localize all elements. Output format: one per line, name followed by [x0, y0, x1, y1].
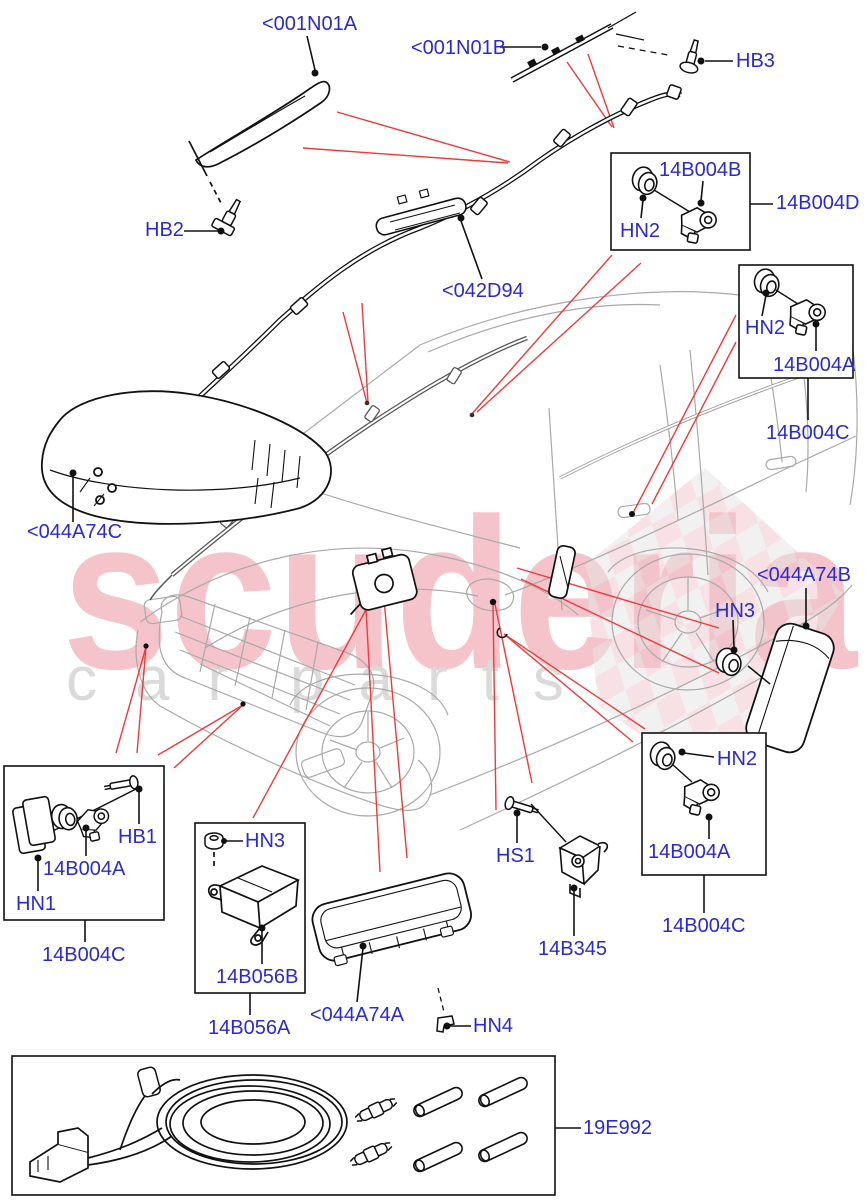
sensor-group-14b004c-left	[12, 774, 140, 855]
part-label-14B004A-box3: 14B004A	[648, 841, 731, 863]
b-pillar-trim-part	[496, 544, 576, 639]
part-label-044A74B: <044A74B	[757, 564, 851, 586]
part-label-HN2-box3: HN2	[717, 748, 758, 770]
sensor-group-14b004c-lower	[646, 739, 722, 820]
part-label-HN3-box5: HN3	[245, 830, 286, 852]
part-label-14B004D: 14B004D	[776, 192, 860, 214]
part-label-001N01A: <001N01A	[262, 13, 358, 35]
part-label-HB1: HB1	[118, 826, 157, 848]
sensor-group-14b004d	[628, 164, 719, 247]
part-label-042D94: <042D94	[442, 280, 524, 302]
part-label-HS1: HS1	[496, 845, 535, 867]
a-pillar-trim-part	[188, 80, 331, 204]
part-label-14B004A-box2: 14B004A	[773, 354, 856, 376]
leader-dots	[34, 43, 820, 1030]
part-label-14B056B: 14B056B	[216, 966, 299, 988]
header-bracket-part	[510, 11, 669, 83]
group-box-14b004d	[610, 152, 751, 251]
side-airbag-part	[713, 622, 835, 754]
hb2-bolt	[211, 198, 242, 237]
part-label-14B056A: 14B056A	[208, 1017, 291, 1039]
part-label-HN1: HN1	[16, 893, 57, 915]
watermark-checkered-flag	[585, 468, 845, 790]
black-leader-lines	[37, 35, 817, 1129]
part-label-HN3-right: HN3	[715, 600, 756, 622]
part-label-14B004A-box4: 14B004A	[43, 858, 126, 880]
part-label-14B004C-box4: 14B004C	[42, 944, 126, 966]
wiring-kit-contents	[29, 1066, 530, 1183]
part-label-044A74A: <044A74A	[310, 1004, 404, 1026]
part-label-14B004C-box2: 14B004C	[766, 422, 850, 444]
hb3-bolt	[679, 39, 699, 74]
watermark-word-parts: parts	[290, 645, 598, 714]
red-leader-lines	[115, 53, 737, 873]
part-label-HB2: HB2	[145, 219, 184, 241]
watermark-word-car: car	[66, 645, 266, 714]
part-label-044A74C: <044A74C	[27, 521, 123, 543]
part-label-HN2-box2: HN2	[745, 317, 786, 339]
part-label-HN4: HN4	[473, 1015, 514, 1037]
sensor-group-14b004c-right	[750, 266, 828, 340]
passenger-airbag-part	[311, 872, 472, 1033]
part-label-HB3: HB3	[736, 50, 775, 72]
clockspring-part	[349, 546, 418, 616]
part-label-19E992: 19E992	[583, 1117, 652, 1139]
part-label-14B004B: 14B004B	[659, 159, 742, 181]
part-label-001N01B: <001N01B	[411, 37, 507, 59]
part-label-14B345: 14B345	[538, 938, 607, 960]
part-label-HN2-box1: HN2	[620, 220, 661, 242]
driver-airbag-part	[41, 390, 332, 525]
part-label-14B004C-box3: 14B004C	[662, 915, 746, 937]
